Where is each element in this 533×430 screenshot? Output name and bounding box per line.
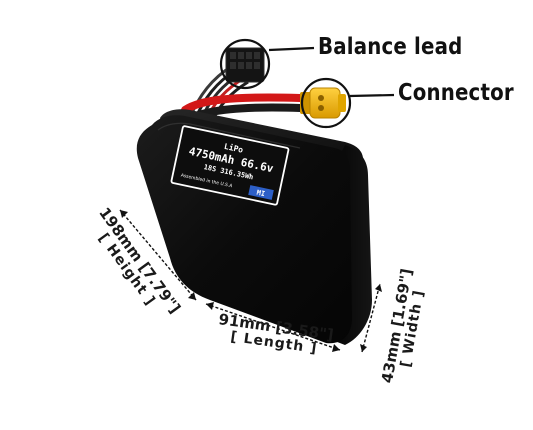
width-arrow-head-top	[375, 284, 382, 292]
battery-label: LiPo 4750mAh 66.6v 18S 316.35Wh Assemble…	[170, 125, 290, 206]
balance-callout-marker	[219, 38, 315, 90]
xt-connector	[300, 87, 346, 119]
balance-plug	[225, 47, 265, 83]
width-dimension-arrow	[361, 283, 381, 353]
brand-logo	[248, 185, 274, 200]
height-arrow-head-bottom	[188, 292, 196, 300]
length-dimension-arrow	[205, 303, 341, 351]
connector-callout-marker	[300, 77, 395, 129]
brand-logo-text: MI	[256, 189, 266, 199]
balance-lead-label: Balance lead	[318, 34, 463, 60]
label-chemistry: LiPo	[223, 141, 244, 155]
height-arrow-head-top	[120, 210, 128, 218]
width-arrow-head-bottom	[360, 344, 367, 352]
length-arrow-head-left	[206, 302, 214, 310]
length-arrow-head-right	[332, 344, 340, 352]
connector-label: Connector	[398, 80, 514, 106]
